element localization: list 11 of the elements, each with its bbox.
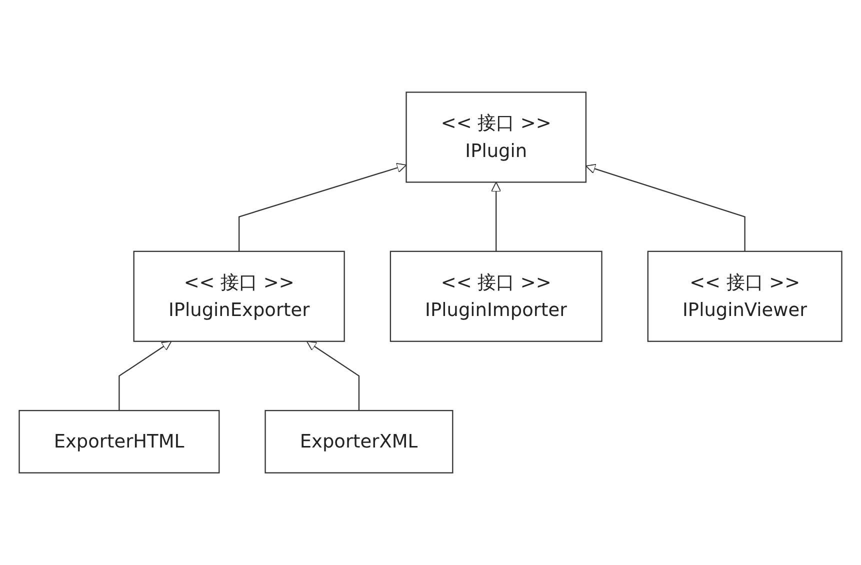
node-box: << 接口 >> IPluginImporter bbox=[390, 250, 602, 342]
node-box: << 接口 >> IPlugin bbox=[406, 92, 587, 183]
node-box: << 接口 >> IPluginExporter bbox=[133, 250, 345, 342]
arrow bbox=[306, 340, 360, 410]
node-box: << 接口 >> IPluginViewer bbox=[647, 250, 842, 342]
arrow bbox=[118, 340, 172, 410]
arrow bbox=[586, 164, 746, 252]
node-box: ExporterXML bbox=[264, 410, 454, 474]
node-box: ExporterHTML bbox=[18, 410, 220, 474]
arrow bbox=[238, 162, 407, 252]
arrow bbox=[491, 182, 502, 252]
